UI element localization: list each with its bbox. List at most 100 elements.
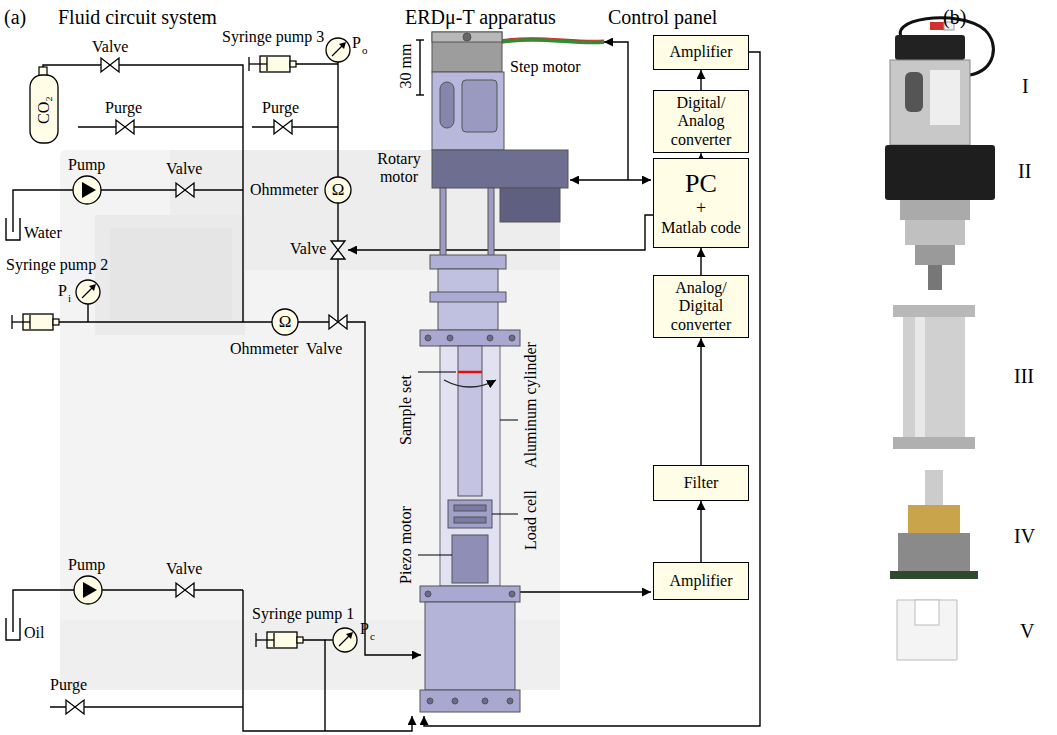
part-label: IV bbox=[1014, 525, 1035, 547]
apparatus-drawing bbox=[425, 591, 431, 597]
apparatus-drawing bbox=[420, 330, 520, 346]
part-label: Step motor bbox=[510, 58, 581, 76]
apparatus-drawing bbox=[425, 335, 431, 341]
subscript: o bbox=[362, 44, 368, 56]
box-text: Filter bbox=[684, 474, 719, 492]
pipe bbox=[78, 126, 243, 127]
part-label: III bbox=[1014, 365, 1034, 387]
apparatus-drawing bbox=[507, 698, 513, 704]
apparatus-photo bbox=[925, 470, 943, 505]
part-label: Purge bbox=[105, 99, 142, 117]
signal-arrow bbox=[700, 501, 701, 562]
part-label: Syringe pump 3 bbox=[222, 28, 324, 46]
signal-wire bbox=[604, 42, 628, 180]
box-text: Analog/ Digital converter bbox=[659, 279, 743, 334]
part-label: P bbox=[352, 34, 361, 52]
apparatus-drawing bbox=[482, 698, 488, 704]
process-box: Filter bbox=[653, 465, 749, 501]
signal-arrow bbox=[700, 70, 701, 90]
box-text: Digital/ Analog converter bbox=[659, 94, 743, 149]
apparatus-photo bbox=[915, 600, 939, 625]
apparatus-drawing bbox=[447, 335, 453, 341]
apparatus-photo bbox=[893, 305, 975, 317]
apparatus-photo bbox=[915, 317, 925, 437]
apparatus-photo bbox=[928, 265, 942, 290]
apparatus-photo bbox=[895, 35, 965, 60]
panel-heading: Fluid circuit system bbox=[58, 6, 217, 28]
pipe bbox=[102, 589, 243, 590]
apparatus-drawing bbox=[488, 188, 494, 258]
apparatus-drawing bbox=[454, 517, 486, 523]
process-box: Amplifier bbox=[653, 562, 749, 600]
apparatus-drawing bbox=[440, 82, 454, 128]
apparatus-photo bbox=[897, 600, 957, 660]
ohmmeter-symbol bbox=[272, 309, 298, 335]
part-label: I bbox=[1022, 75, 1029, 97]
part-label: Purge bbox=[50, 676, 87, 694]
apparatus-photo bbox=[905, 72, 923, 112]
pump-symbol bbox=[73, 176, 101, 204]
apparatus-drawing bbox=[432, 72, 504, 150]
scale-bar bbox=[416, 94, 424, 95]
part-label: Valve bbox=[166, 160, 202, 178]
ohmmeter-symbol bbox=[325, 177, 351, 203]
valve-symbol bbox=[331, 241, 345, 259]
apparatus-photo bbox=[885, 145, 995, 200]
syringe-symbol bbox=[12, 56, 303, 648]
apparatus-photo bbox=[885, 18, 995, 660]
apparatus-drawing bbox=[425, 602, 515, 690]
apparatus-drawing bbox=[432, 150, 568, 188]
apparatus-drawing bbox=[452, 535, 488, 583]
part-label: P bbox=[360, 620, 369, 638]
apparatus-drawing bbox=[462, 80, 497, 132]
apparatus-drawing bbox=[448, 500, 492, 528]
process-box: Analog/ Digital converter bbox=[653, 275, 749, 338]
pipe bbox=[59, 321, 243, 322]
process-box: Digital/ Analog converter bbox=[653, 90, 749, 153]
leader-line bbox=[500, 420, 518, 421]
apparatus-drawing bbox=[463, 33, 471, 41]
machine-photo bbox=[95, 215, 245, 335]
pipe bbox=[13, 61, 421, 731]
syringe-symbol bbox=[256, 632, 303, 648]
panel-heading: (a) bbox=[4, 6, 26, 28]
pump-symbol bbox=[74, 576, 102, 604]
part-label: Oil bbox=[24, 624, 44, 642]
apparatus-drawing bbox=[452, 698, 458, 704]
box-text: PC bbox=[685, 169, 717, 199]
subscript: i bbox=[68, 292, 71, 304]
apparatus-photo bbox=[905, 220, 965, 245]
machine-photo bbox=[110, 228, 232, 320]
leader-line bbox=[418, 372, 456, 373]
apparatus-drawing bbox=[509, 591, 515, 597]
leader-line bbox=[492, 514, 518, 515]
tank-symbol bbox=[6, 618, 20, 640]
signal-arrow bbox=[700, 338, 701, 465]
box-text: Matlab code bbox=[661, 219, 741, 237]
apparatus-drawing bbox=[487, 335, 493, 341]
box-text: + bbox=[696, 198, 706, 219]
pipe bbox=[303, 640, 325, 731]
part-label: Aluminum cylinder bbox=[522, 342, 540, 468]
apparatus-photo bbox=[930, 70, 960, 125]
part-label: Load cell bbox=[522, 490, 540, 550]
part-label: Valve bbox=[306, 340, 342, 358]
apparatus-drawing bbox=[440, 346, 500, 586]
signal-arrow bbox=[700, 248, 701, 275]
scale-bar bbox=[416, 39, 424, 40]
apparatus-photo bbox=[893, 437, 975, 449]
part-label: Pump bbox=[68, 556, 105, 574]
gauge-symbol bbox=[76, 280, 100, 304]
box-text: Amplifier bbox=[669, 43, 732, 61]
apparatus-drawing bbox=[509, 335, 515, 341]
pump-symbol bbox=[73, 176, 102, 604]
valve-symbol bbox=[329, 315, 347, 329]
apparatus-drawing bbox=[444, 380, 496, 387]
box-text: Amplifier bbox=[669, 572, 732, 590]
part-label: Syringe pump 2 bbox=[6, 256, 108, 274]
apparatus-drawing bbox=[430, 255, 506, 269]
part-label: V bbox=[1020, 620, 1034, 642]
tank-symbol bbox=[6, 218, 20, 240]
part-label: Purge bbox=[262, 99, 299, 117]
